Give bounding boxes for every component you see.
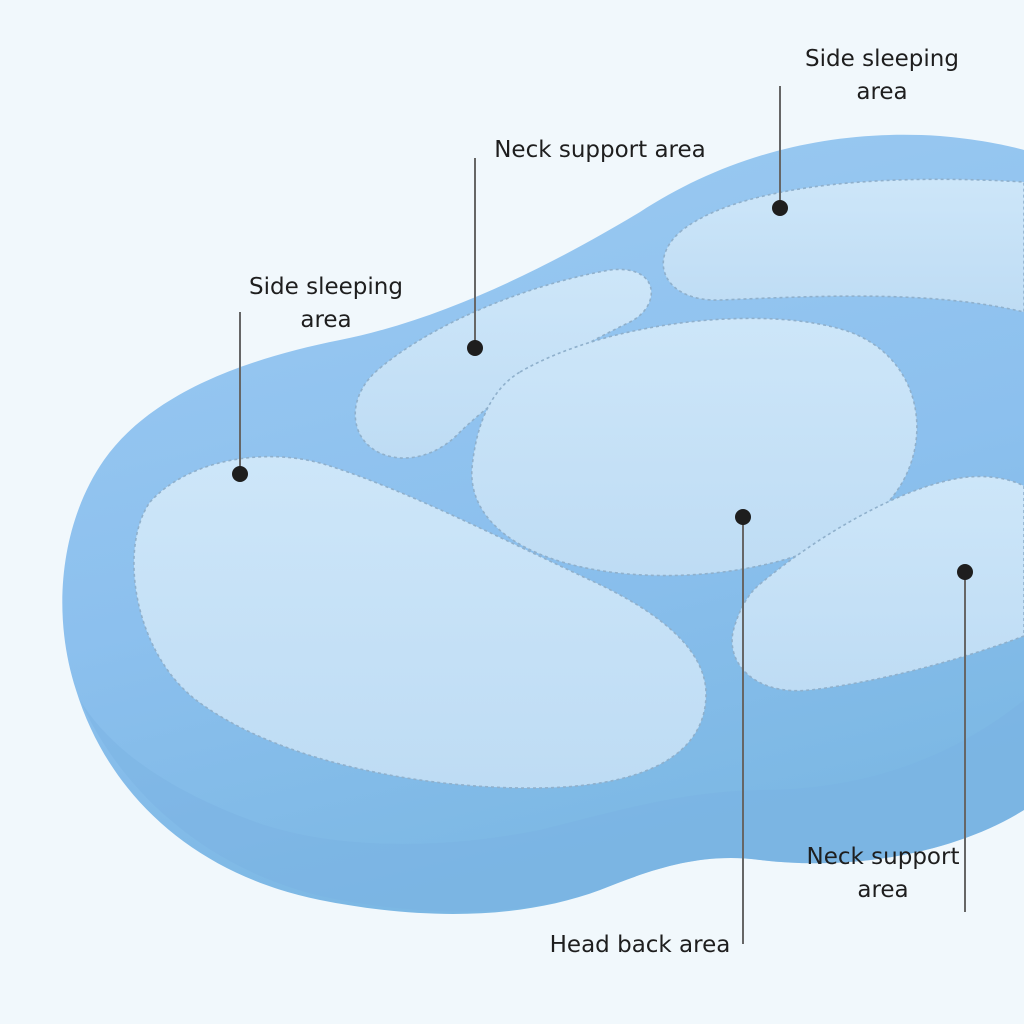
label-neck-support-bottom-line-1: Neck support [806, 844, 960, 870]
zone-head-back [471, 317, 918, 577]
zone-side-sleeping-left [133, 455, 707, 789]
callout-dot-head-back [735, 509, 751, 525]
callout-dot-neck-support-top [467, 340, 483, 356]
zone-side-sleeping-right [662, 178, 1024, 313]
support-zones [133, 178, 1024, 789]
label-side-sleeping-left: Side sleeping area [236, 271, 416, 337]
callout-dots [232, 200, 973, 580]
callout-dot-side-sleeping-right [772, 200, 788, 216]
pillow-bottom-shadow [80, 700, 1024, 912]
label-neck-support-top-line-1: Neck support area [494, 137, 706, 163]
callout-dot-side-sleeping-left [232, 466, 248, 482]
zone-neck-support-bottom [731, 475, 1024, 692]
label-neck-support-bottom: Neck support area [788, 841, 978, 907]
label-side-sleeping-right-line-1: Side sleeping [805, 46, 959, 72]
label-head-back: Head back area [540, 929, 740, 962]
label-side-sleeping-left-line-1: Side sleeping [249, 274, 403, 300]
label-side-sleeping-right: Side sleeping area [792, 43, 972, 109]
label-side-sleeping-right-line-2: area [856, 79, 908, 105]
label-head-back-line-1: Head back area [549, 932, 731, 958]
label-neck-support-bottom-line-2: area [857, 877, 909, 903]
label-neck-support-top: Neck support area [480, 134, 720, 167]
leader-lines [239, 86, 966, 944]
callout-dot-neck-support-bottom [957, 564, 973, 580]
label-side-sleeping-left-line-2: area [300, 307, 352, 333]
